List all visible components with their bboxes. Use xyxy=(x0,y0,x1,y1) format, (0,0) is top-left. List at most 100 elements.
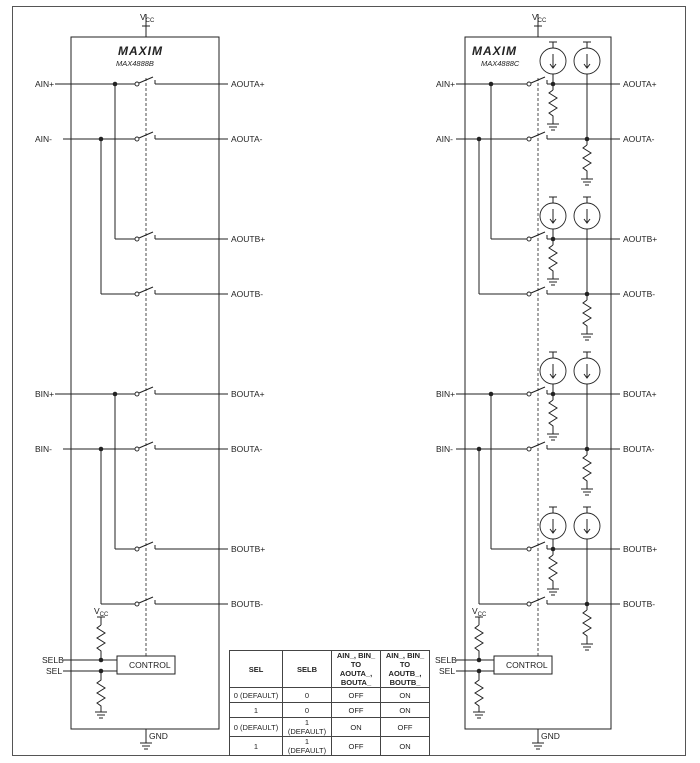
right-termination-aouta-plus xyxy=(539,41,567,131)
left-aouta-plus-label: AOUTA+ xyxy=(231,79,265,89)
right-termination-bouta-minus xyxy=(573,351,601,496)
truth-table: SEL SELB AIN_, BIN_ TO AOUTA_, BOUTA_ AI… xyxy=(229,650,430,756)
left-switch-boutb-minus xyxy=(134,596,228,607)
header-a-to-outb: AIN_, BIN_ TO AOUTB_, BOUTB_ xyxy=(380,650,430,688)
right-sel-label: SEL xyxy=(439,666,455,676)
table-cell: OFF xyxy=(380,717,430,737)
right-termination-boutb-minus xyxy=(573,506,601,651)
left-bin-minus-label: BIN- xyxy=(35,444,52,454)
header-selb: SELB xyxy=(282,650,332,688)
truth-table-header-row: SEL SELB AIN_, BIN_ TO AOUTA_, BOUTA_ AI… xyxy=(229,650,430,688)
table-cell: ON xyxy=(331,717,381,737)
header-sel: SEL xyxy=(229,650,283,688)
left-bouta-minus-label: BOUTA- xyxy=(231,444,263,454)
right-termination-boutb-plus xyxy=(539,506,567,596)
right-chip: VCC MAXIM MAX4888C AIN+ AIN- BIN+ BIN- xyxy=(435,12,657,750)
right-boutb-plus-label: BOUTB+ xyxy=(623,544,657,554)
right-switch-boutb-minus xyxy=(526,596,620,607)
table-row: 1 0 OFF ON xyxy=(229,702,430,718)
left-switch-aouta-plus xyxy=(134,76,228,87)
left-gnd-label: GND xyxy=(149,731,168,741)
right-gnd-label: GND xyxy=(541,731,560,741)
table-cell: 0 (DEFAULT) xyxy=(229,687,283,703)
right-ain-minus-label: AIN- xyxy=(436,134,453,144)
right-vcc-label: VCC xyxy=(532,12,547,24)
left-bouta-plus-label: BOUTA+ xyxy=(231,389,265,399)
table-cell: ON xyxy=(380,702,430,718)
left-chip: VCC MAXIM MAX4888B AIN+ AIN- BIN+ BIN- A… xyxy=(35,12,265,750)
right-termination-aoutb-minus xyxy=(573,196,601,341)
table-cell: 0 xyxy=(282,702,332,718)
header-a-to-outa: AIN_, BIN_ TO AOUTA_, BOUTA_ xyxy=(331,650,381,688)
right-aoutb-minus-label: AOUTB- xyxy=(623,289,655,299)
left-boutb-minus-label: BOUTB- xyxy=(231,599,263,609)
left-pulldown-resistor xyxy=(96,671,106,712)
right-control-block xyxy=(493,655,553,675)
left-pullup-resistor xyxy=(96,624,106,660)
right-switch-boutb-plus xyxy=(526,541,620,552)
left-aoutb-plus-label: AOUTB+ xyxy=(231,234,265,244)
right-aouta-minus-label: AOUTA- xyxy=(623,134,655,144)
right-inner-vcc-label: VCC xyxy=(472,606,487,618)
table-cell: OFF xyxy=(331,736,381,756)
left-sel-label: SEL xyxy=(46,666,62,676)
left-maxim-logo: MAXIM xyxy=(118,44,163,58)
right-switch-aoutb-plus xyxy=(526,231,620,242)
table-cell: ON xyxy=(380,687,430,703)
left-switch-aoutb-plus xyxy=(134,231,228,242)
left-aoutb-minus-label: AOUTB- xyxy=(231,289,263,299)
right-termination-aouta-minus xyxy=(573,41,601,186)
table-cell: 1 (DEFAULT) xyxy=(282,717,332,737)
left-control-block xyxy=(116,655,176,675)
left-switch-aoutb-minus xyxy=(134,286,228,297)
right-switch-aouta-plus xyxy=(526,76,620,87)
right-part-number: MAX4888C xyxy=(481,59,520,68)
table-cell: 0 (DEFAULT) xyxy=(229,717,283,737)
right-boutb-minus-label: BOUTB- xyxy=(623,599,655,609)
table-cell: OFF xyxy=(331,702,381,718)
right-switch-bouta-minus xyxy=(526,441,620,452)
right-bin-minus-label: BIN- xyxy=(436,444,453,454)
left-ain-plus-label: AIN+ xyxy=(35,79,54,89)
right-bouta-minus-label: BOUTA- xyxy=(623,444,655,454)
table-cell: 1 xyxy=(229,736,283,756)
left-switch-aouta-minus xyxy=(134,131,228,142)
right-bin-plus-label: BIN+ xyxy=(436,389,455,399)
right-pulldown-resistor xyxy=(474,671,484,712)
right-aoutb-plus-label: AOUTB+ xyxy=(623,234,657,244)
right-termination-bouta-plus xyxy=(539,351,567,441)
left-bin-plus-label: BIN+ xyxy=(35,389,54,399)
right-switch-aouta-minus xyxy=(526,131,620,142)
right-ain-plus-label: AIN+ xyxy=(436,79,455,89)
left-ain-minus-label: AIN- xyxy=(35,134,52,144)
left-chip-body xyxy=(70,36,220,730)
table-cell: ON xyxy=(380,736,430,756)
table-cell: 1 xyxy=(229,702,283,718)
table-row: 1 1 (DEFAULT) OFF ON xyxy=(229,736,430,756)
left-switch-bouta-minus xyxy=(134,441,228,452)
right-aouta-plus-label: AOUTA+ xyxy=(623,79,657,89)
left-inner-vcc-label: VCC xyxy=(94,606,109,618)
right-pullup-resistor xyxy=(474,624,484,660)
right-termination-aoutb-plus xyxy=(539,196,567,286)
right-switch-aoutb-minus xyxy=(526,286,620,297)
right-switch-bouta-plus xyxy=(526,386,620,397)
table-cell: 1 (DEFAULT) xyxy=(282,736,332,756)
left-part-number: MAX4888B xyxy=(116,59,154,68)
right-bouta-plus-label: BOUTA+ xyxy=(623,389,657,399)
table-cell: 0 xyxy=(282,687,332,703)
left-switch-bouta-plus xyxy=(134,386,228,397)
left-aouta-minus-label: AOUTA- xyxy=(231,134,263,144)
left-boutb-plus-label: BOUTB+ xyxy=(231,544,265,554)
table-cell: OFF xyxy=(331,687,381,703)
table-row: 0 (DEFAULT) 0 OFF ON xyxy=(229,687,430,703)
left-switch-boutb-plus xyxy=(134,541,228,552)
right-control-label: CONTROL xyxy=(506,660,548,670)
figure-frame xyxy=(12,6,686,756)
left-selb-label: SELB xyxy=(42,655,64,665)
left-vcc-label: VCC xyxy=(140,12,155,24)
right-maxim-logo: MAXIM xyxy=(472,44,517,58)
left-control-label: CONTROL xyxy=(129,660,171,670)
right-selb-label: SELB xyxy=(435,655,457,665)
